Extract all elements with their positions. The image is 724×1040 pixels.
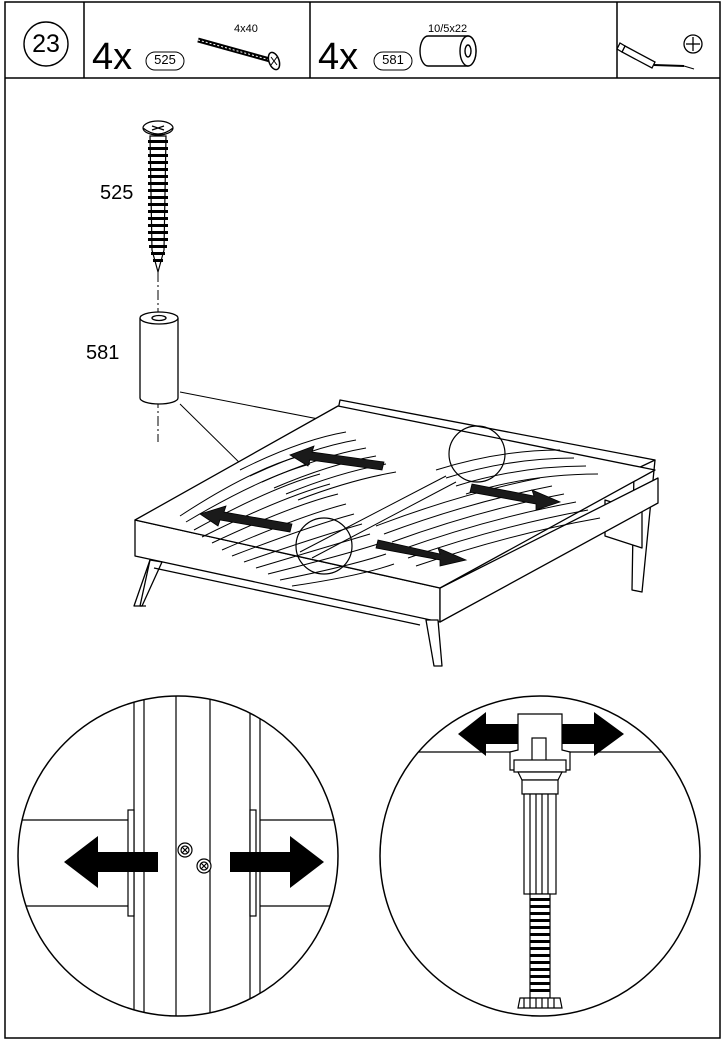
part-525-size: 4x40 (234, 23, 258, 35)
bed-frame-drawing (133, 399, 659, 667)
part-525-quantity: 4x (92, 36, 133, 78)
detail-left-arrow-left (64, 836, 158, 888)
screw-label: 525 (100, 182, 134, 204)
bed-slats (179, 431, 601, 587)
detail-right-arrow-right (562, 712, 624, 756)
spacer-581-drawing (139, 311, 179, 405)
spacer-581-thumbnail-icon (419, 35, 477, 67)
screwdriver-icon (616, 42, 695, 70)
bed-direction-arrows (199, 445, 562, 567)
screw-525-drawing (142, 120, 174, 275)
detail-left-arrow-right (230, 836, 324, 888)
part-badge-581 (373, 51, 413, 71)
arrow-right-2 (375, 539, 468, 567)
step-number-circle (23, 21, 69, 67)
arrow-right-1 (469, 483, 562, 511)
phillips-head-icon (683, 34, 703, 54)
detail-right-arrow-left (458, 712, 518, 756)
callout-circle-rear (448, 425, 506, 483)
arrow-left-1 (289, 445, 385, 471)
spacer-label: 581 (86, 342, 120, 364)
screw-525-thumbnail-icon (197, 37, 281, 71)
part-581-quantity: 4x (318, 36, 359, 78)
detail-left (17, 695, 339, 1017)
step-number: 23 (32, 30, 60, 58)
part-581-size: 10/5x22 (428, 23, 468, 35)
header-bar (4, 1, 721, 1039)
part-badge-525 (145, 51, 185, 71)
part-581-id: 581 (382, 52, 404, 67)
callout-circle-center (295, 517, 353, 575)
arrow-left-2 (199, 505, 293, 533)
detail-right (379, 695, 701, 1017)
part-525-id: 525 (154, 52, 176, 67)
